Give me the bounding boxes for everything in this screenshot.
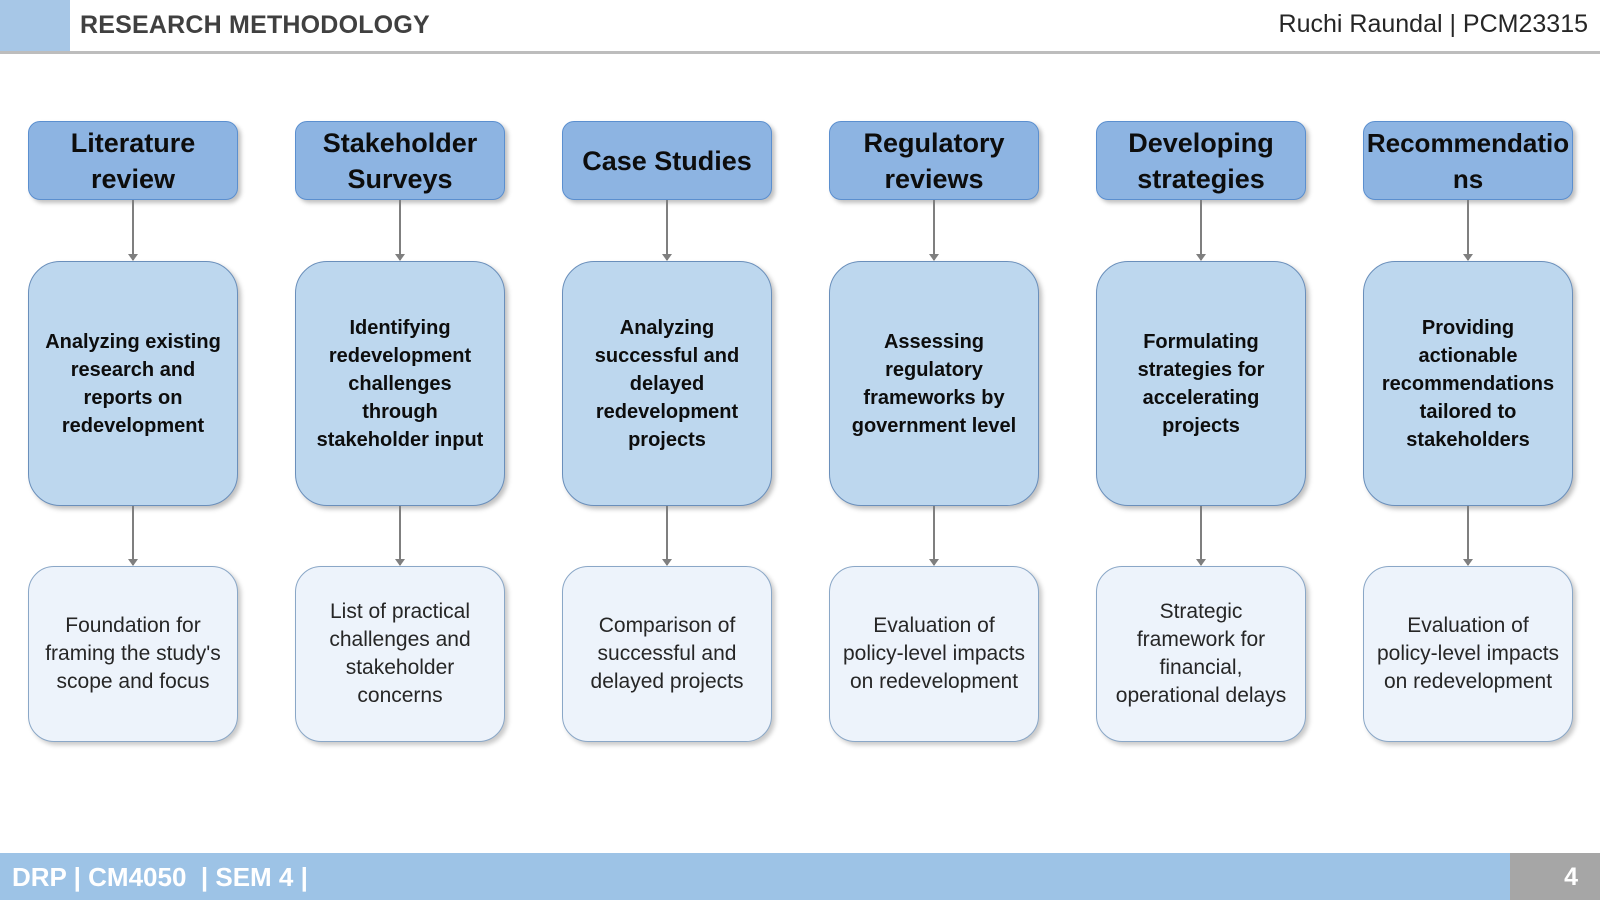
- arrow-connector: [128, 200, 138, 261]
- page-number-box: 4: [1510, 853, 1600, 900]
- slide-footer: DRP | CM4050 | SEM 4 |: [0, 853, 1510, 900]
- step-title: Recommendations: [1366, 127, 1570, 194]
- step-description: Assessing regulatory frameworks by gover…: [851, 330, 1017, 437]
- arrow-connector: [929, 506, 939, 566]
- column-stakeholder-surveys: Stakeholder Surveys Identifying redevelo…: [295, 0, 505, 900]
- arrow-connector: [1196, 200, 1206, 261]
- step-title: Regulatory reviews: [863, 127, 1005, 194]
- step-outcome: Strategic framework for financial, opera…: [1115, 600, 1287, 707]
- slide-header: RESEARCH METHODOLOGY Ruchi Raundal | PCM…: [0, 0, 1600, 54]
- step-outcome-box: Evaluation of policy-level impacts on re…: [829, 566, 1039, 742]
- step-outcome: Comparison of successful and delayed pro…: [590, 614, 744, 693]
- step-title: Literature review: [70, 127, 196, 194]
- column-recommendations: Recommendations Providing actionable rec…: [1363, 0, 1573, 900]
- step-outcome: Evaluation of policy-level impacts on re…: [842, 614, 1026, 693]
- step-title-box: Literature review: [28, 121, 238, 200]
- step-description: Formulating strategies for accelerating …: [1137, 330, 1265, 437]
- header-accent-block: [0, 0, 70, 51]
- arrow-connector: [128, 506, 138, 566]
- footer-course-info: DRP | CM4050 | SEM 4 |: [12, 862, 308, 892]
- column-literature-review: Literature review Analyzing existing res…: [28, 0, 238, 900]
- column-case-studies: Case Studies Analyzing successful and de…: [562, 0, 772, 900]
- page-number: 4: [1564, 863, 1578, 891]
- column-regulatory-reviews: Regulatory reviews Assessing regulatory …: [829, 0, 1039, 900]
- step-title-box: Case Studies: [562, 121, 772, 200]
- arrow-connector: [395, 506, 405, 566]
- step-description: Identifying redevelopment challenges thr…: [316, 316, 484, 451]
- arrow-connector: [1196, 506, 1206, 566]
- step-title-box: Regulatory reviews: [829, 121, 1039, 200]
- step-description: Analyzing successful and delayed redevel…: [594, 316, 740, 451]
- step-title: Developing strategies: [1128, 127, 1274, 194]
- step-outcome-box: Strategic framework for financial, opera…: [1096, 566, 1306, 742]
- step-title: Case Studies: [582, 145, 752, 176]
- arrow-connector: [662, 200, 672, 261]
- step-description-box: Analyzing existing research and reports …: [28, 261, 238, 506]
- step-description: Analyzing existing research and reports …: [45, 330, 221, 437]
- step-outcome: List of practical challenges and stakeho…: [329, 600, 471, 707]
- step-outcome-box: Evaluation of policy-level impacts on re…: [1363, 566, 1573, 742]
- step-title-box: Stakeholder Surveys: [295, 121, 505, 200]
- step-description-box: Analyzing successful and delayed redevel…: [562, 261, 772, 506]
- step-description: Providing actionable recommendations tai…: [1381, 316, 1555, 451]
- arrow-connector: [662, 506, 672, 566]
- step-outcome-box: Comparison of successful and delayed pro…: [562, 566, 772, 742]
- step-outcome: Evaluation of policy-level impacts on re…: [1376, 614, 1560, 693]
- step-title-box: Recommendations: [1363, 121, 1573, 200]
- slide-title: RESEARCH METHODOLOGY: [80, 11, 430, 39]
- step-title-box: Developing strategies: [1096, 121, 1306, 200]
- step-outcome-box: List of practical challenges and stakeho…: [295, 566, 505, 742]
- author-id: Ruchi Raundal | PCM23315: [1278, 10, 1588, 38]
- arrow-connector: [929, 200, 939, 261]
- step-title: Stakeholder Surveys: [322, 127, 478, 194]
- step-outcome-box: Foundation for framing the study's scope…: [28, 566, 238, 742]
- step-description-box: Identifying redevelopment challenges thr…: [295, 261, 505, 506]
- step-outcome: Foundation for framing the study's scope…: [45, 614, 221, 693]
- arrow-connector: [395, 200, 405, 261]
- arrow-connector: [1463, 200, 1473, 261]
- column-developing-strategies: Developing strategies Formulating strate…: [1096, 0, 1306, 900]
- step-description-box: Providing actionable recommendations tai…: [1363, 261, 1573, 506]
- step-description-box: Assessing regulatory frameworks by gover…: [829, 261, 1039, 506]
- step-description-box: Formulating strategies for accelerating …: [1096, 261, 1306, 506]
- arrow-connector: [1463, 506, 1473, 566]
